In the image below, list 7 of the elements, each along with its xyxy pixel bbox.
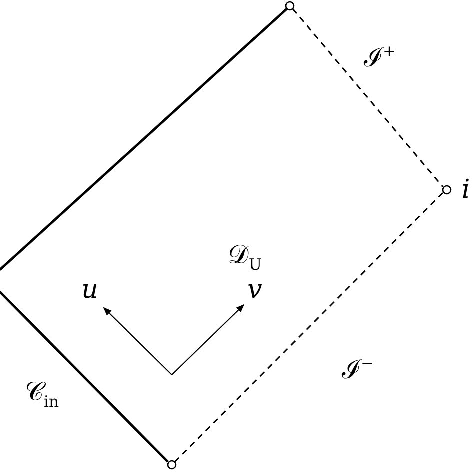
axis-label: u <box>82 277 98 303</box>
boundary-label: ℐ$^{+}$ <box>364 44 396 72</box>
point-label: i <box>462 177 470 203</box>
boundary-label: ℐ$^{−}$ <box>342 356 374 384</box>
axis-label: v <box>248 277 262 303</box>
boundary-label: 𝒞$_{in}$ <box>24 380 60 410</box>
region-label: 𝒟$_{U}$ <box>228 242 262 274</box>
